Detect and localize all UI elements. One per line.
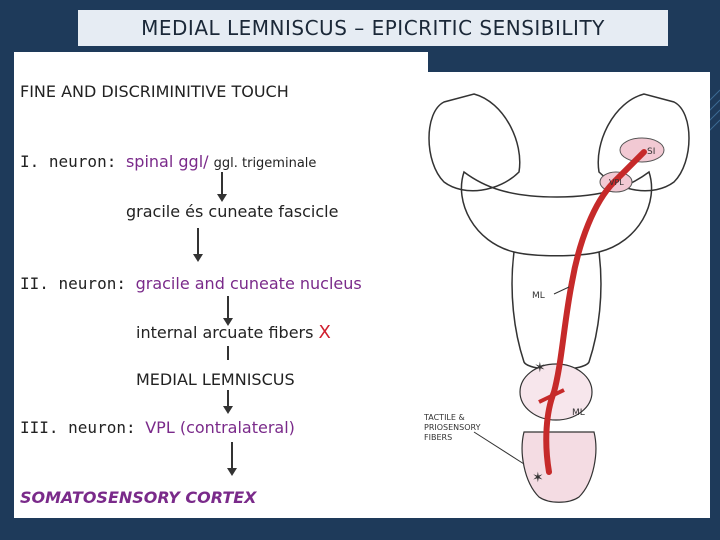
arcuate-crossing [538, 388, 565, 404]
lemniscal-pathway [543, 149, 647, 475]
label-fibers-2: PRIOSENSORY [424, 423, 481, 432]
thalamus-outline [460, 170, 653, 257]
fascicle-label: gracile és cuneate fascicle [126, 202, 339, 221]
arrow-3 [227, 296, 229, 320]
ml-upper-leader [553, 286, 570, 295]
brain-pathway-illustration: ✶ ✶ SI VPL ML ML TACTILE & PRIOSENSORY F… [423, 93, 690, 503]
cerebral-hemisphere-right [597, 93, 690, 192]
cortex-label: SOMATOSENSORY CORTEX [20, 488, 257, 507]
first-neuron-location: spinal ggl/ [125, 152, 209, 171]
spinal-cord-outline [521, 431, 597, 503]
neuron-star-lower: ✶ [532, 470, 544, 486]
cerebral-hemisphere-left [428, 93, 521, 192]
label-fibers-3: FIBERS [424, 433, 452, 442]
decussation-mark: X [318, 322, 331, 343]
arrow-6-head [227, 468, 237, 476]
third-neuron-location: VPL (contralateral) [145, 418, 295, 437]
brainstem-outline [511, 251, 602, 371]
arrow-5-head [223, 406, 233, 414]
label-si: SI [647, 147, 655, 157]
label-vpl: VPL [609, 178, 624, 187]
second-neuron-line: II. neuron: gracile and cuneate nucleus [20, 274, 362, 293]
arrow-4 [227, 346, 229, 360]
second-neuron-location: gracile and cuneate nucleus [135, 274, 362, 293]
first-neuron-line: I. neuron: spinal ggl/ ggl. trigeminale [20, 152, 317, 171]
trigeminal-ganglion-label: ggl. trigeminale [213, 156, 317, 171]
arrow-1-head [217, 194, 227, 202]
pathway-heading: FINE AND DISCRIMINITIVE TOUCH [20, 82, 289, 101]
neuron-star-upper: ✶ [534, 360, 546, 376]
arrow-5 [227, 390, 229, 408]
slide-title: MEDIAL LEMNISCUS – EPICRITIC SENSIBILITY [78, 10, 668, 46]
pathway-text-panel: FINE AND DISCRIMINITIVE TOUCH I. neuron:… [14, 52, 428, 518]
arrow-6 [231, 442, 233, 470]
arcuate-fibers-line: internal arcuate fibers X [136, 322, 331, 343]
label-ml-upper: ML [532, 291, 545, 301]
arrow-1 [221, 172, 223, 196]
anatomy-diagram-panel: ✶ ✶ SI VPL ML ML TACTILE & PRIOSENSORY F… [404, 72, 710, 518]
arrow-2 [197, 228, 199, 256]
label-fibers-1: TACTILE & [423, 413, 465, 422]
arrow-3-head [223, 318, 233, 326]
third-neuron-line: III. neuron: VPL (contralateral) [20, 418, 295, 437]
medial-lemniscus-label: MEDIAL LEMNISCUS [136, 370, 295, 389]
label-ml-lower: ML [572, 408, 585, 418]
arrow-2-head [193, 254, 203, 262]
fibers-leader [473, 431, 525, 465]
